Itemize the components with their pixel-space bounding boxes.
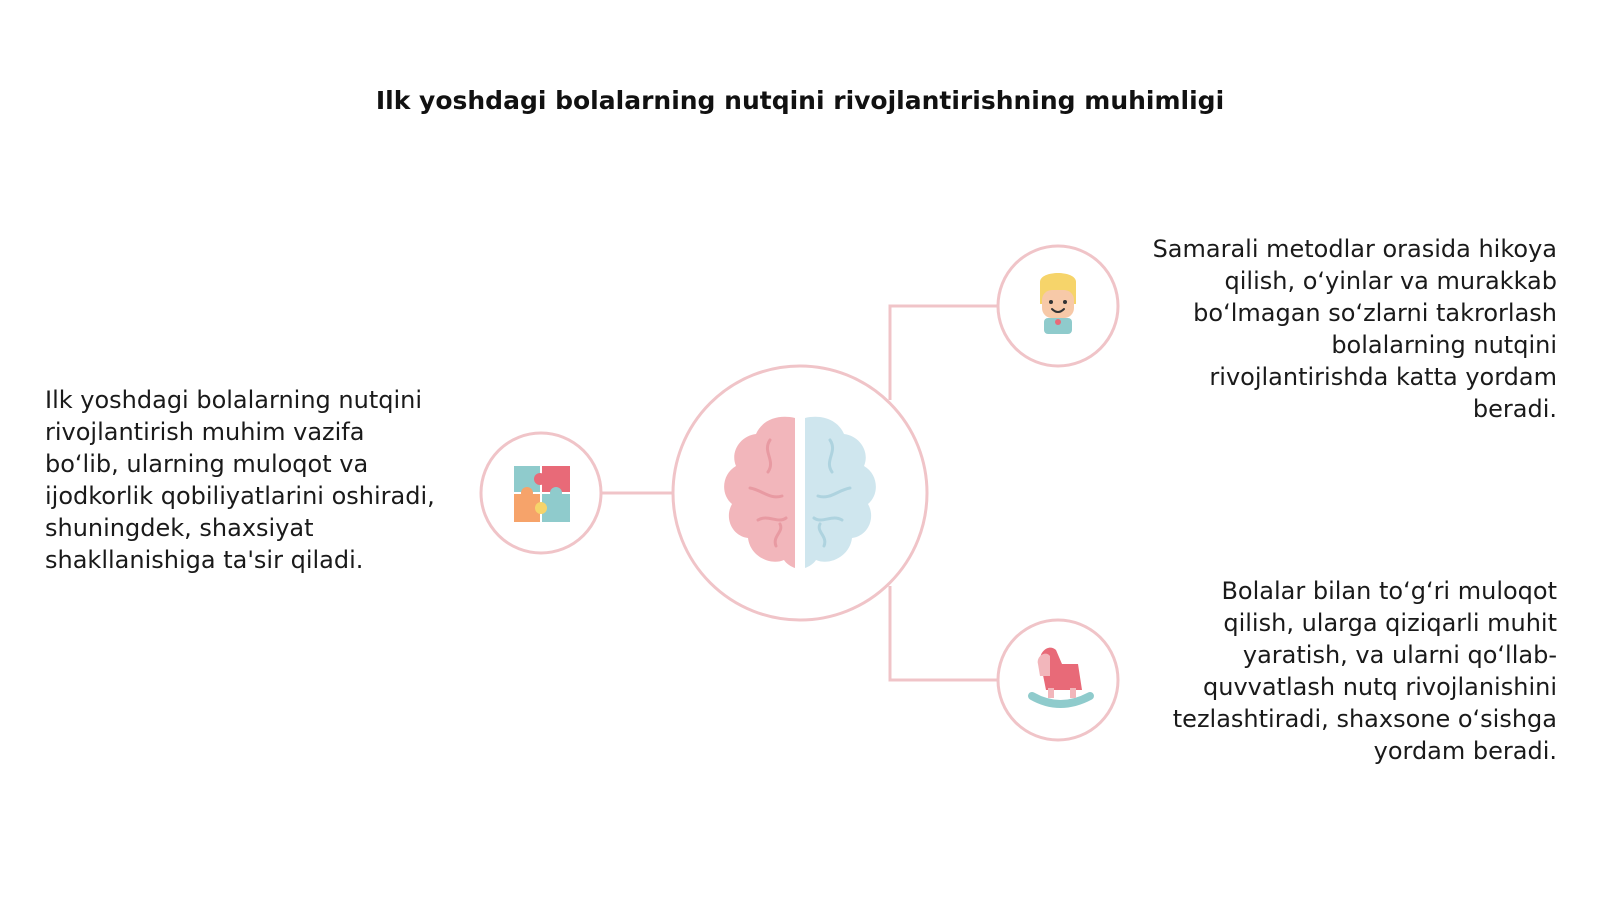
left-node-circle: [479, 431, 603, 555]
left-node: [479, 431, 603, 555]
right-bottom-node: [996, 618, 1120, 742]
center-circle: [671, 364, 929, 622]
center-node: [671, 364, 929, 622]
child-face-icon: [1040, 273, 1076, 334]
right-top-node: [996, 244, 1120, 368]
brain-icon: [724, 416, 876, 568]
page-title: Ilk yoshdagi bolalarning nutqini rivojla…: [375, 86, 1225, 115]
rocking-horse-icon: [1028, 647, 1094, 708]
left-node-text: Ilk yoshdagi bolalarning nutqini rivojla…: [45, 386, 435, 574]
puzzle-icon: [514, 466, 570, 522]
right-top-node-text: Samarali metodlar orasida hikoya qilish,…: [1152, 235, 1557, 423]
right-bottom-node-text: Bolalar bilan to‘g‘ri muloqot qilish, ul…: [1172, 577, 1557, 765]
connector-right-top: [888, 304, 998, 400]
connector-right-bottom: [888, 586, 998, 682]
connectors: [601, 304, 998, 682]
